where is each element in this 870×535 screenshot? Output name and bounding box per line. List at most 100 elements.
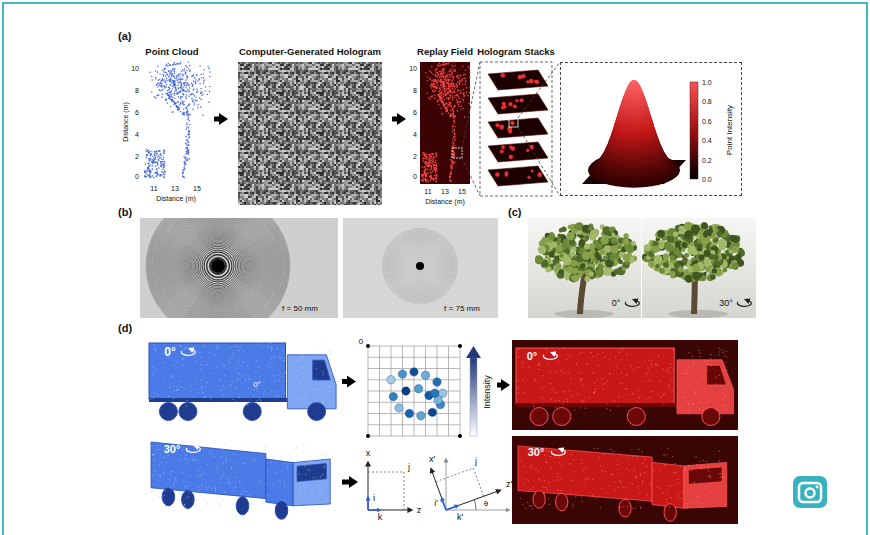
cloud-point — [157, 71, 159, 73]
cloud-point — [148, 159, 150, 161]
cloud-point — [155, 70, 157, 72]
cloud-point — [167, 94, 169, 96]
cloud-point — [172, 69, 174, 71]
replay-point — [437, 76, 439, 78]
replay-point — [450, 114, 452, 116]
tree-leaf — [623, 239, 629, 245]
cloud-point — [198, 78, 200, 80]
cloud-point — [192, 84, 194, 86]
stack-point — [500, 149, 504, 153]
replay-point — [454, 105, 456, 107]
fresnel-ring — [387, 233, 453, 299]
cloud-point — [189, 70, 191, 72]
cloud-point — [149, 169, 151, 171]
cloud-point — [192, 86, 194, 88]
cloud-point — [200, 74, 202, 76]
cloud-point — [185, 65, 187, 67]
fresnel-ring — [187, 235, 249, 297]
replay-point — [437, 82, 439, 84]
cloud-point — [161, 80, 163, 82]
cloud-point — [189, 136, 191, 138]
tree-leaf — [566, 232, 574, 240]
replay-point — [443, 99, 445, 101]
cloud-point — [205, 86, 207, 88]
replay-point — [450, 90, 452, 92]
fresnel-ring — [200, 248, 236, 284]
cloud-point — [194, 81, 196, 83]
replay-point — [435, 71, 437, 73]
replay-point — [433, 166, 435, 168]
cloud-point — [152, 168, 154, 170]
replay-point — [465, 81, 467, 83]
cloud-point — [184, 82, 186, 84]
cloud-point — [167, 102, 169, 104]
fresnel-ring — [384, 230, 456, 302]
cloud-point — [163, 150, 165, 152]
cloud-point — [184, 163, 186, 165]
replay-point — [450, 170, 452, 172]
fresnel-ring — [395, 241, 445, 291]
replay-point — [464, 83, 466, 85]
fresnel-ring — [156, 218, 281, 318]
replay-point — [458, 101, 460, 103]
cloud-point — [185, 164, 187, 166]
cloud-point — [183, 176, 185, 178]
replay-point — [444, 94, 446, 96]
fresnel-ring — [400, 246, 439, 285]
replay-point — [444, 85, 446, 87]
cloud-point — [144, 171, 146, 173]
cloud-point — [174, 103, 176, 105]
replay-point — [435, 74, 437, 76]
cloud-point — [188, 130, 190, 132]
cloud-point — [189, 70, 191, 72]
peak-slice — [632, 80, 636, 82]
replay-point — [427, 159, 429, 161]
cloud-point — [162, 156, 164, 158]
cloud-point — [161, 80, 163, 82]
replay-point — [429, 98, 431, 100]
stack-point — [521, 74, 525, 78]
cloud-point — [168, 98, 170, 100]
replay-point — [454, 122, 456, 124]
cloud-point — [152, 162, 154, 164]
cloud-point — [150, 172, 152, 174]
cloud-point — [182, 172, 184, 174]
stack-point — [515, 99, 518, 102]
fresnel-ring — [392, 238, 448, 294]
cloud-point — [176, 75, 178, 77]
replay-point — [458, 77, 460, 79]
cloud-point — [173, 85, 175, 87]
cloud-point — [208, 101, 210, 103]
cloud-point — [186, 75, 188, 77]
cloud-point — [188, 130, 190, 132]
replay-point — [429, 154, 431, 156]
replay-point — [453, 141, 455, 143]
cloud-point — [187, 159, 189, 161]
cloud-point — [149, 172, 151, 174]
replay-point — [452, 95, 454, 97]
tree-leaf — [610, 256, 614, 260]
replay-point — [459, 102, 461, 104]
cloud-point — [147, 163, 149, 165]
stack-point — [505, 174, 508, 177]
tree-leaf — [611, 237, 618, 244]
cloud-point — [154, 96, 156, 98]
fresnel-ring — [171, 219, 264, 312]
tree-leaf — [538, 246, 546, 254]
cloud-point — [146, 171, 148, 173]
replay-point — [441, 92, 443, 94]
replay-point — [426, 165, 428, 167]
cloud-point — [166, 64, 168, 66]
cloud-point — [174, 102, 176, 104]
cloud-point — [179, 73, 181, 75]
cloud-point — [159, 79, 161, 81]
cloud-point — [189, 103, 191, 105]
cloud-point — [168, 79, 170, 81]
zoom-line — [518, 62, 560, 196]
cloud-point — [158, 151, 160, 153]
cloud-point — [177, 76, 179, 78]
cloud-point — [149, 72, 151, 74]
fresnel-ring — [180, 228, 255, 303]
fresnel-ring — [394, 240, 445, 291]
cloud-point — [193, 80, 195, 82]
